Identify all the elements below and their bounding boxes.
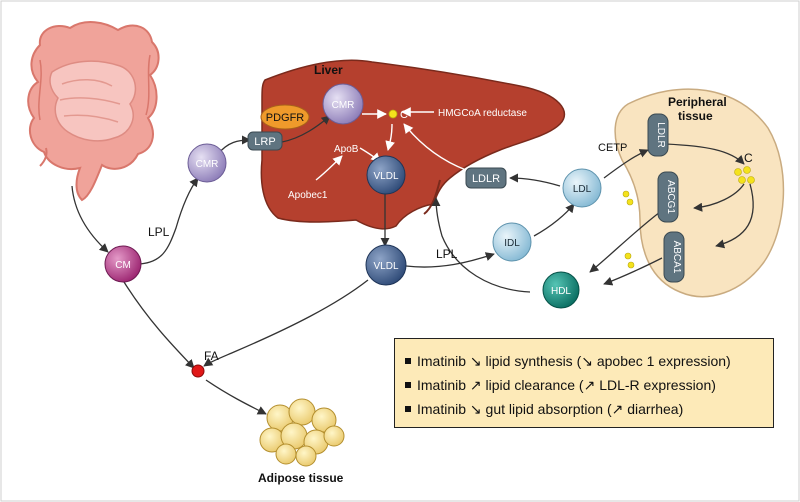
arrow-ldlr-to-c (403, 123, 467, 171)
ldlr-receptor-peripheral: LDLR (647, 113, 669, 157)
arrow-abca1-to-hdl (603, 257, 663, 286)
apob-label: ApoB (334, 144, 359, 155)
arrow-ldl-to-ldlr (509, 173, 561, 187)
abcg1-transporter: ABCG1 (657, 171, 679, 223)
cholesterol-label-liver: C (400, 109, 408, 121)
liver-internal-arrows (315, 107, 467, 181)
cetp-label: CETP (598, 142, 627, 154)
cmr-particle-outer: CMR (187, 143, 227, 183)
adipose-tissue-label: Adipose tissue (258, 471, 344, 485)
cmr-outer-label: CMR (196, 159, 219, 170)
lrp-receptor: LRP (247, 131, 283, 151)
apobec1-label: Apobec1 (288, 190, 328, 201)
bullet-icon (405, 358, 411, 364)
lrp-label: LRP (254, 136, 275, 148)
vldl-outer-label: VLDL (373, 261, 398, 272)
arrow-intestine-to-cm (71, 185, 109, 253)
pdgfr-receptor: PDGFR (260, 104, 310, 130)
fatty-acid-dot (191, 364, 205, 378)
arrow-cm-to-cmr (139, 177, 199, 265)
arrow-hdl-to-liver (431, 197, 531, 293)
legend-item-text: Imatinib ↘ lipid synthesis (↘ apobec 1 e… (417, 352, 731, 369)
legend-item-lipid-synthesis: Imatinib ↘ lipid synthesis (↘ apobec 1 e… (405, 349, 765, 373)
bullet-icon (405, 382, 411, 388)
cm-label: CM (115, 260, 131, 271)
arrow-ldlr-to-c (665, 143, 745, 165)
abca1-transporter: ABCA1 (663, 231, 685, 283)
cmr-particle-liver: CMR (322, 83, 364, 125)
legend-item-text: Imatinib ↘ gut lipid absorption (↗ diarr… (417, 400, 684, 417)
vldl-particle-liver: VLDL (366, 155, 406, 195)
bullet-icon (405, 406, 411, 412)
imatinib-effects-legend: Imatinib ↘ lipid synthesis (↘ apobec 1 e… (394, 338, 774, 428)
vldl-liver-label: VLDL (373, 171, 398, 182)
adipose-tissue-illustration (259, 398, 345, 467)
ldlr-peripheral-label: LDLR (655, 122, 666, 148)
lpl-label-left: LPL (148, 225, 170, 239)
vldl-particle-outer: VLDL (365, 244, 407, 286)
ldlr-liver-label: LDLR (472, 173, 500, 185)
arrow-c-to-abcg1 (693, 183, 745, 212)
cm-particle: CM (104, 245, 142, 283)
cholesterol-dots-efflux-1 (622, 190, 634, 206)
fa-label: FA (204, 349, 219, 363)
idl-label: IDL (504, 238, 520, 249)
pathway-arrows (71, 115, 754, 415)
arrow-lrp-to-cmr (281, 115, 331, 143)
legend-item-lipid-clearance: Imatinib ↗ lipid clearance (↗ LDL-R expr… (405, 373, 765, 397)
abcg1-label: ABCG1 (665, 180, 676, 214)
legend-item-gut-absorption: Imatinib ↘ gut lipid absorption (↗ diarr… (405, 397, 765, 421)
hdl-particle: HDL (542, 271, 580, 309)
arrow-idl-to-ldl (533, 203, 575, 237)
arrow-c-to-abca1 (715, 183, 754, 249)
arrow-cm-to-fa (123, 281, 195, 369)
lpl-label-right: LPL (436, 247, 458, 261)
cholesterol-dot-liver (388, 109, 398, 119)
ldl-particle: LDL (562, 168, 602, 208)
cmr-liver-label: CMR (332, 100, 355, 111)
arrow-fa-to-adipose (205, 379, 267, 415)
arrow-apobec1-to-apob (315, 155, 343, 181)
intestine-illustration (27, 21, 160, 202)
peripheral-tissue-label-2: tissue (678, 109, 713, 123)
arrow-vldl-to-fa (203, 279, 369, 367)
liver-label: Liver (314, 63, 343, 77)
arrow-c-to-vldl (385, 123, 395, 151)
arrow-vldl-to-idl (405, 252, 495, 268)
liver-shape (260, 59, 566, 230)
cholesterol-dots-efflux-2 (624, 252, 635, 269)
legend-item-text: Imatinib ↗ lipid clearance (↗ LDL-R expr… (417, 376, 716, 393)
peripheral-tissue-label: Peripheral (668, 95, 727, 109)
ldl-label: LDL (573, 184, 592, 195)
abca1-label: ABCA1 (671, 241, 682, 274)
arrow-abcg1-to-hdl (589, 211, 661, 273)
idl-particle: IDL (492, 222, 532, 262)
hdl-label: HDL (551, 286, 571, 297)
cholesterol-label-peripheral: C (744, 151, 753, 165)
cholesterol-cluster-peripheral (734, 166, 755, 184)
arrow-ldl-to-ldlr-peripheral (603, 149, 649, 179)
hmgcoa-label: HMGCoA reductase (438, 108, 527, 119)
ldlr-receptor-liver: LDLR (465, 167, 507, 189)
pdgfr-label: PDGFR (266, 112, 305, 124)
